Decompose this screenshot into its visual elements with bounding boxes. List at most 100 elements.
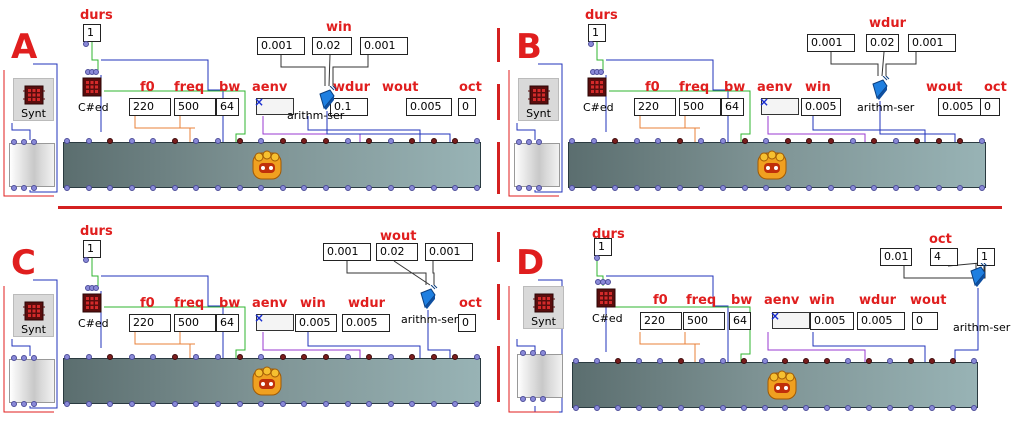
main-output-connector[interactable] bbox=[866, 405, 873, 411]
main-input-connector[interactable] bbox=[784, 138, 791, 144]
main-input-connector[interactable] bbox=[150, 354, 157, 360]
main-input-connector[interactable] bbox=[128, 354, 135, 360]
sound-output-connector[interactable] bbox=[21, 401, 27, 407]
main-input-connector[interactable] bbox=[677, 358, 684, 364]
sound-waveform-thumbnail[interactable] bbox=[9, 359, 55, 403]
p7-input[interactable]: 0.005 bbox=[857, 312, 905, 330]
main-input-connector[interactable] bbox=[474, 138, 480, 144]
main-output-connector[interactable] bbox=[171, 401, 178, 407]
main-input-connector[interactable] bbox=[322, 354, 329, 360]
main-input-connector[interactable] bbox=[849, 138, 856, 144]
main-input-connector[interactable] bbox=[573, 358, 579, 364]
main-input-connector[interactable] bbox=[569, 138, 575, 144]
main-output-connector[interactable] bbox=[741, 185, 748, 191]
main-output-connector[interactable] bbox=[612, 185, 619, 191]
main-output-connector[interactable] bbox=[698, 405, 705, 411]
main-output-connector[interactable] bbox=[301, 401, 308, 407]
main-output-connector[interactable] bbox=[64, 401, 70, 407]
main-input-connector[interactable] bbox=[698, 138, 705, 144]
durs-input[interactable]: 1 bbox=[83, 24, 101, 42]
main-input-connector[interactable] bbox=[344, 138, 351, 144]
main-output-connector[interactable] bbox=[720, 185, 727, 191]
main-input-connector[interactable] bbox=[950, 358, 957, 364]
durs-input[interactable]: 1 bbox=[83, 240, 101, 258]
main-output-connector[interactable] bbox=[887, 405, 894, 411]
aenv-box[interactable] bbox=[772, 312, 810, 329]
main-output-connector[interactable] bbox=[409, 401, 416, 407]
p6-input[interactable]: 0.1 bbox=[330, 98, 368, 116]
sound-input-connector[interactable] bbox=[530, 350, 536, 356]
arith-input-3[interactable]: 0.001 bbox=[425, 243, 473, 261]
main-input-connector[interactable] bbox=[236, 354, 243, 360]
main-input-connector[interactable] bbox=[979, 138, 985, 144]
aenv-box[interactable] bbox=[256, 314, 294, 331]
arith-input-3[interactable]: 0.001 bbox=[908, 34, 956, 52]
main-input-connector[interactable] bbox=[301, 354, 308, 360]
chord-seq-icon[interactable] bbox=[585, 75, 609, 99]
connector-dot[interactable] bbox=[83, 41, 89, 47]
p8-input[interactable]: 0 bbox=[980, 98, 1000, 116]
sound-waveform-thumbnail[interactable] bbox=[514, 143, 560, 187]
connector-dot[interactable] bbox=[93, 69, 99, 75]
main-input-connector[interactable] bbox=[908, 358, 915, 364]
f0-input[interactable]: 220 bbox=[129, 98, 171, 116]
arithm-ser-icon[interactable] bbox=[968, 263, 988, 287]
main-output-connector[interactable] bbox=[677, 405, 684, 411]
sound-waveform-thumbnail[interactable] bbox=[9, 143, 55, 187]
sound-output-connector[interactable] bbox=[11, 401, 17, 407]
main-output-connector[interactable] bbox=[698, 185, 705, 191]
main-output-connector[interactable] bbox=[782, 405, 789, 411]
arithm-ser-icon[interactable] bbox=[317, 86, 337, 110]
main-input-connector[interactable] bbox=[107, 354, 114, 360]
main-output-connector[interactable] bbox=[950, 405, 957, 411]
main-input-connector[interactable] bbox=[892, 138, 899, 144]
main-output-connector[interactable] bbox=[935, 185, 942, 191]
main-output-connector[interactable] bbox=[892, 185, 899, 191]
bw-input[interactable]: 64 bbox=[216, 98, 239, 116]
main-input-connector[interactable] bbox=[85, 354, 92, 360]
main-input-connector[interactable] bbox=[409, 138, 416, 144]
main-input-connector[interactable] bbox=[171, 354, 178, 360]
main-output-connector[interactable] bbox=[569, 185, 575, 191]
main-input-connector[interactable] bbox=[957, 138, 964, 144]
arith-input-1[interactable]: 0.001 bbox=[257, 37, 305, 55]
f0-input[interactable]: 220 bbox=[129, 314, 171, 332]
main-input-connector[interactable] bbox=[866, 358, 873, 364]
main-input-connector[interactable] bbox=[344, 354, 351, 360]
main-input-connector[interactable] bbox=[64, 354, 70, 360]
main-input-connector[interactable] bbox=[929, 358, 936, 364]
synth-module[interactable]: Synt bbox=[13, 78, 54, 121]
main-output-connector[interactable] bbox=[614, 405, 621, 411]
sound-input-connector[interactable] bbox=[11, 139, 17, 145]
main-input-connector[interactable] bbox=[845, 358, 852, 364]
main-output-connector[interactable] bbox=[908, 405, 915, 411]
main-output-connector[interactable] bbox=[914, 185, 921, 191]
main-output-connector[interactable] bbox=[590, 185, 597, 191]
main-output-connector[interactable] bbox=[409, 185, 416, 191]
main-input-connector[interactable] bbox=[971, 358, 977, 364]
main-input-connector[interactable] bbox=[387, 354, 394, 360]
main-output-connector[interactable] bbox=[676, 185, 683, 191]
main-input-connector[interactable] bbox=[64, 138, 70, 144]
chord-seq-icon[interactable] bbox=[594, 286, 618, 310]
main-output-connector[interactable] bbox=[871, 185, 878, 191]
sound-input-connector[interactable] bbox=[21, 139, 27, 145]
main-output-connector[interactable] bbox=[929, 405, 936, 411]
main-input-connector[interactable] bbox=[452, 354, 459, 360]
connector-dot[interactable] bbox=[605, 279, 611, 285]
main-output-connector[interactable] bbox=[573, 405, 579, 411]
chord-seq-icon[interactable] bbox=[80, 75, 104, 99]
connector-dot[interactable] bbox=[588, 41, 594, 47]
synth-module[interactable]: Synt bbox=[518, 78, 559, 121]
sound-input-connector[interactable] bbox=[11, 355, 17, 361]
main-input-connector[interactable] bbox=[387, 138, 394, 144]
main-input-connector[interactable] bbox=[322, 138, 329, 144]
p6-input[interactable]: 0.005 bbox=[810, 312, 854, 330]
aenv-box[interactable] bbox=[761, 98, 799, 115]
main-output-connector[interactable] bbox=[236, 401, 243, 407]
sound-output-connector[interactable] bbox=[31, 185, 37, 191]
sound-output-connector[interactable] bbox=[516, 185, 522, 191]
freq-input[interactable]: 500 bbox=[679, 98, 721, 116]
synth-module[interactable]: Synt bbox=[523, 286, 564, 329]
main-input-connector[interactable] bbox=[803, 358, 810, 364]
